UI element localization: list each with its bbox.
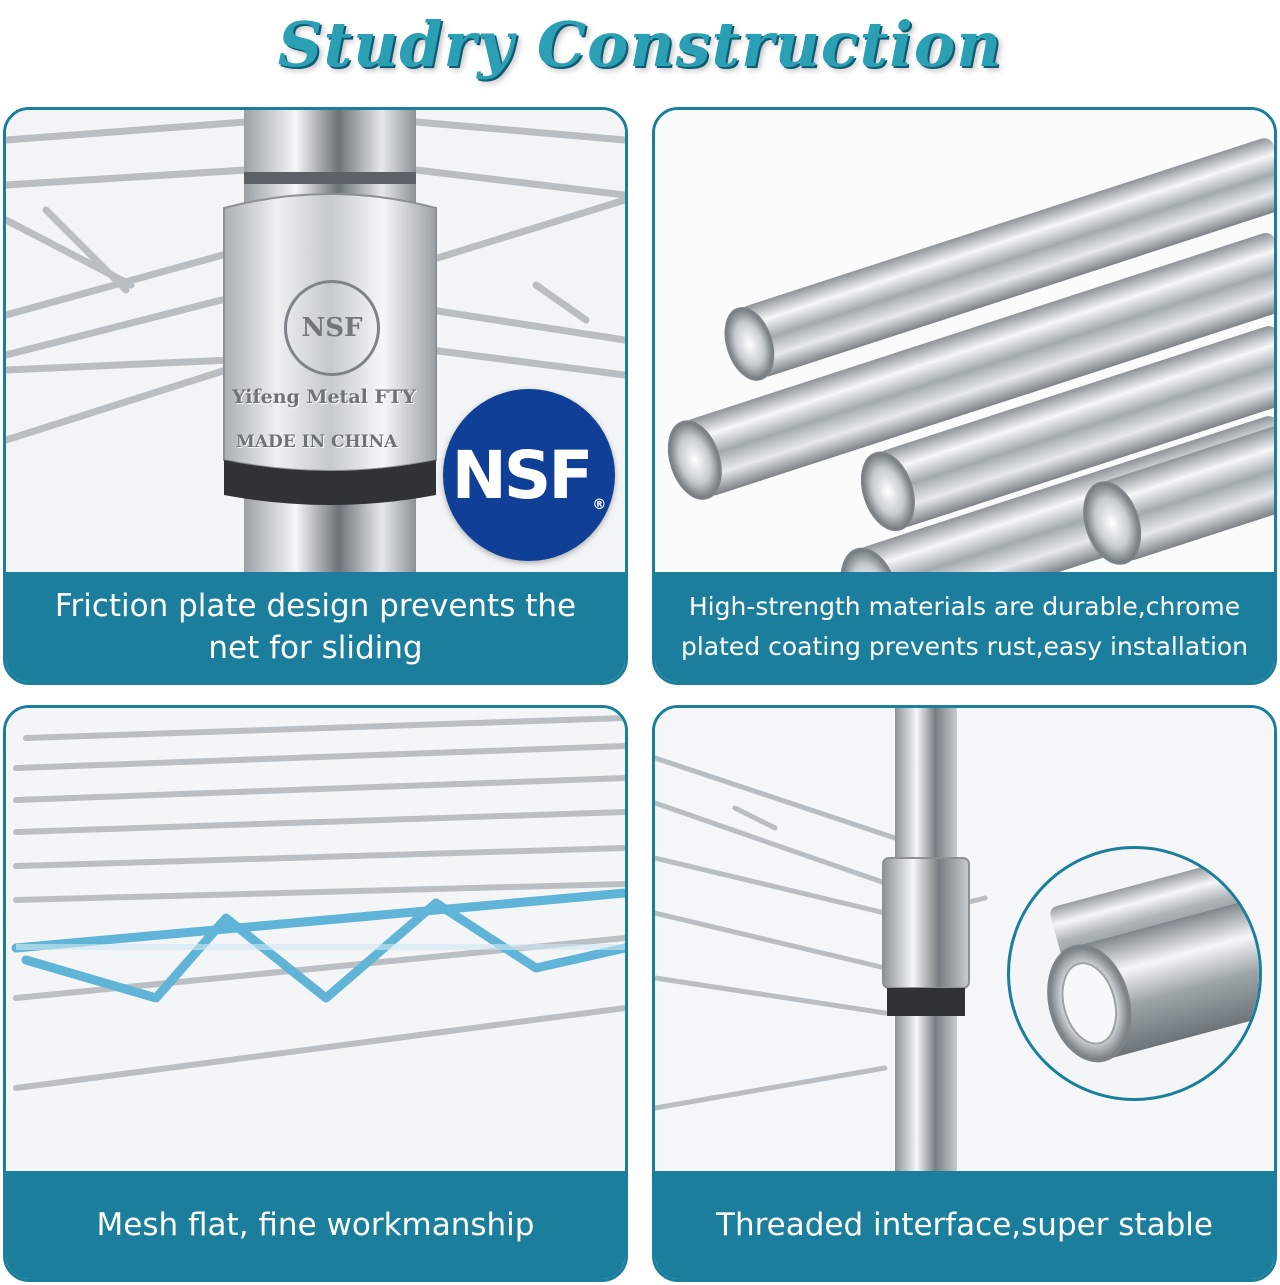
caption-line-2: plated coating prevents rust,easy instal… (680, 632, 1249, 661)
caption-line-1: High-strength materials are durable,chro… (688, 592, 1241, 621)
caption-friction-plate: Friction plate design prevents the net f… (6, 572, 625, 682)
chrome-tubes-photo (655, 110, 1274, 572)
feature-panel-mesh: Mesh flat, fine workmanship (3, 705, 628, 1282)
nsf-badge-text: NSF (451, 436, 594, 514)
nsf-stamp-mark: NSF (284, 280, 380, 376)
caption-threaded: Threaded interface,super stable (655, 1171, 1274, 1279)
wire-mesh-photo (6, 708, 625, 1174)
caption-line-1: Friction plate design prevents the (54, 588, 577, 624)
caption-materials: High-strength materials are durable,chro… (655, 572, 1274, 682)
page-title: Studry Construction (277, 7, 1003, 81)
caption-mesh: Mesh flat, fine workmanship (6, 1171, 625, 1279)
caption-line-1: Threaded interface,super stable (716, 1207, 1213, 1243)
engraved-maker-text: Yifeng Metal FTY (232, 386, 416, 408)
registered-mark: ® (592, 497, 607, 513)
feature-panel-friction-plate: NSF Yifeng Metal FTY MADE IN CHINA NSF ®… (3, 107, 628, 685)
nsf-certification-badge: NSF ® (443, 389, 615, 561)
caption-line-1: Mesh flat, fine workmanship (96, 1207, 535, 1243)
caption-line-2: net for sliding (208, 630, 423, 666)
feature-panel-threaded: Threaded interface,super stable (652, 705, 1277, 1282)
engraved-origin-text: MADE IN CHINA (236, 432, 398, 452)
feature-panel-materials: High-strength materials are durable,chro… (652, 107, 1277, 685)
thread-closeup-inset (1007, 846, 1262, 1101)
